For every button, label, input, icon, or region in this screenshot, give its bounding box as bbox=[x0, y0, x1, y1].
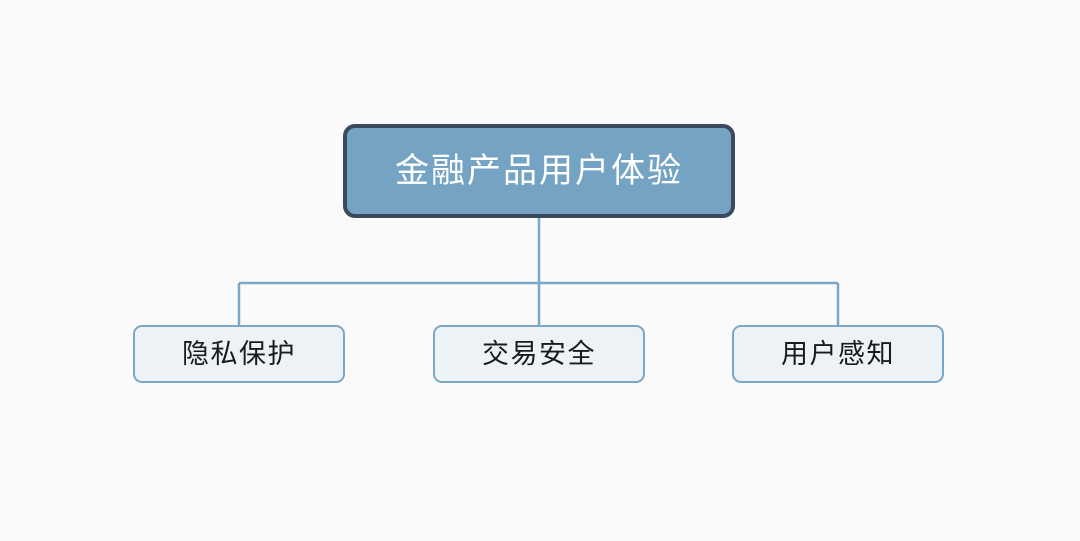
node-child-2-label: 交易安全 bbox=[482, 338, 596, 369]
node-root-label: 金融产品用户体验 bbox=[395, 152, 683, 190]
node-child-transaction-security[interactable]: 交易安全 bbox=[433, 325, 645, 383]
node-child-privacy-protection[interactable]: 隐私保护 bbox=[133, 325, 345, 383]
node-child-3-label: 用户感知 bbox=[781, 338, 895, 369]
node-child-user-perception[interactable]: 用户感知 bbox=[732, 325, 944, 383]
node-child-1-label: 隐私保护 bbox=[182, 338, 296, 369]
node-root[interactable]: 金融产品用户体验 bbox=[343, 124, 735, 218]
